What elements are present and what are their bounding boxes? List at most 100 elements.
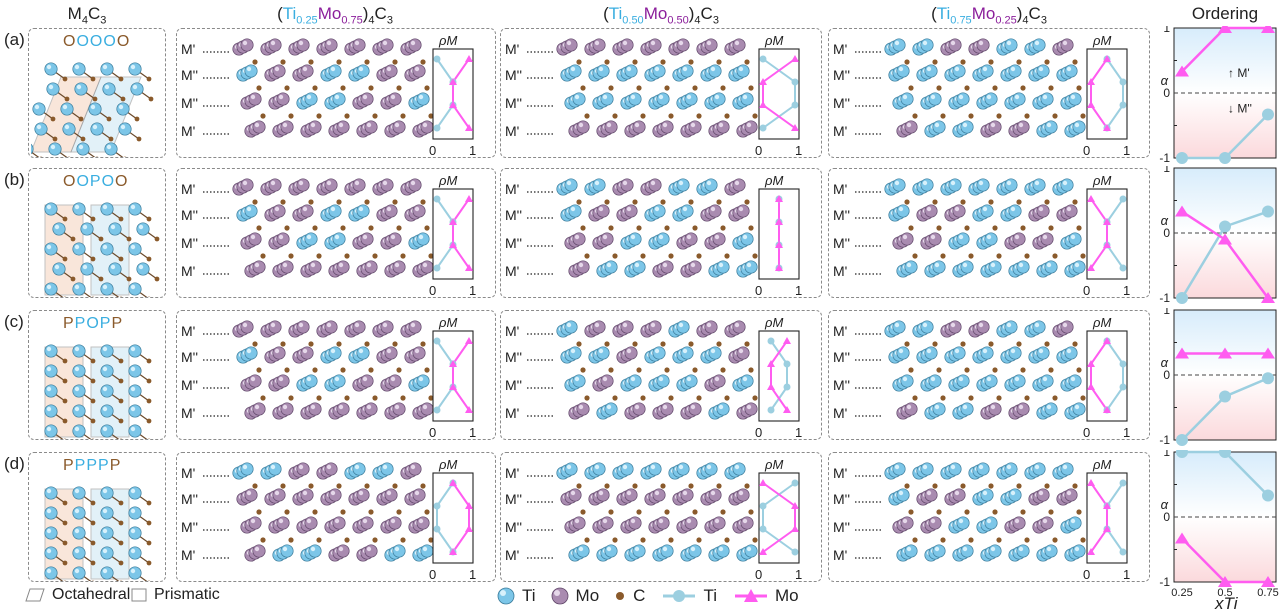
ti-atom-highlight xyxy=(132,84,138,90)
c-atom xyxy=(260,113,266,119)
stacking-letter: P xyxy=(86,457,99,474)
mo-atom xyxy=(988,402,1002,416)
ti-atom xyxy=(72,486,86,500)
ti-atom-highlight xyxy=(978,180,984,186)
c-atom xyxy=(420,341,426,347)
c-atom xyxy=(688,199,694,205)
mo-atom-highlight xyxy=(574,234,580,240)
ti-atom xyxy=(356,346,370,360)
mo-atom-highlight xyxy=(734,40,740,46)
ti-atom-highlight xyxy=(46,204,52,210)
mo-atom-highlight xyxy=(366,122,372,128)
c-atom xyxy=(904,59,910,65)
mo-atom-highlight xyxy=(1018,404,1024,410)
ti-atom xyxy=(656,92,670,106)
rho-mo-point xyxy=(759,78,767,85)
mo-atom xyxy=(360,374,374,388)
ti-atom xyxy=(1008,346,1022,360)
ti-atom-highlight xyxy=(1034,322,1040,328)
c-atom xyxy=(1072,199,1078,205)
ti-atom xyxy=(960,544,974,558)
ti-atom-highlight xyxy=(102,204,108,210)
ti-atom-highlight xyxy=(742,234,748,240)
ti-atom xyxy=(1068,232,1082,246)
c-atom xyxy=(604,59,610,65)
rho-mo-point xyxy=(791,55,799,62)
mo-atom-highlight xyxy=(950,322,956,328)
stacking-letter: O xyxy=(101,173,116,190)
ti-atom xyxy=(104,142,118,156)
c-atom xyxy=(252,199,258,205)
c-atom xyxy=(336,59,342,65)
mo-atom-highlight xyxy=(366,404,372,410)
c-atom xyxy=(668,395,674,401)
mo-atom-highlight xyxy=(690,262,696,268)
c-atom xyxy=(90,378,96,384)
ti-atom xyxy=(128,364,142,378)
rho-tick-label: 0 xyxy=(429,283,436,297)
ti-atom-highlight xyxy=(570,348,576,354)
ti-atom-highlight xyxy=(54,264,60,270)
mo-atom-highlight xyxy=(282,262,288,268)
layer-label: M'' xyxy=(181,207,198,223)
ti-atom xyxy=(44,202,58,216)
mo-atom xyxy=(732,320,746,334)
c-atom xyxy=(688,341,694,347)
mo-atom xyxy=(408,462,422,476)
layer-label: M'' xyxy=(833,95,850,111)
ti-atom xyxy=(948,462,962,476)
ti-atom-highlight xyxy=(1046,262,1052,268)
c-atom xyxy=(720,509,726,515)
layer-label: M'' xyxy=(505,491,522,507)
mo-atom xyxy=(928,232,942,246)
ti-atom-highlight xyxy=(74,508,80,514)
ti-atom-highlight xyxy=(690,546,696,552)
c-atom xyxy=(428,537,434,543)
c-atom xyxy=(344,537,350,543)
mo-atom xyxy=(384,346,398,360)
rho-tick-label: 0 xyxy=(429,143,436,157)
ti-atom xyxy=(1044,544,1058,558)
ti-atom xyxy=(328,204,342,218)
c-atom xyxy=(90,520,96,526)
mo-atom xyxy=(408,178,422,192)
mo-atom-highlight xyxy=(386,206,392,212)
mo-atom-highlight xyxy=(734,180,740,186)
c-atom xyxy=(580,225,586,231)
ti-atom-highlight xyxy=(104,84,110,90)
row-label: (a) xyxy=(4,30,25,49)
ti-atom-highlight xyxy=(930,376,936,382)
ti-series-point xyxy=(1176,450,1188,458)
rho-mo-point xyxy=(775,195,783,202)
mo-atom-highlight xyxy=(926,490,932,496)
ti-atom xyxy=(688,544,702,558)
ti-atom xyxy=(1032,462,1046,476)
ti-atom-highlight xyxy=(654,348,660,354)
mo-atom xyxy=(388,92,402,106)
mo-atom xyxy=(360,232,374,246)
ti-atom-highlight xyxy=(650,464,656,470)
ti-atom xyxy=(660,544,674,558)
rho-label: ρM xyxy=(438,315,457,330)
c-atom xyxy=(748,509,754,515)
ti-atom xyxy=(128,282,142,296)
ti-atom xyxy=(652,346,666,360)
ti-atom xyxy=(100,546,114,560)
mo-atom-highlight xyxy=(926,206,932,212)
mo-atom-highlight xyxy=(390,518,396,524)
ti-series-point xyxy=(1262,372,1274,385)
c-atom xyxy=(62,358,68,364)
mo-atom-highlight xyxy=(326,322,332,328)
mo-atom-highlight xyxy=(602,376,608,382)
rho-mo-point xyxy=(759,548,767,555)
ti-atom xyxy=(356,64,370,78)
mo-atom xyxy=(1012,516,1026,530)
layer-label: M'' xyxy=(505,235,522,251)
ti-atom xyxy=(72,424,86,438)
ti-atom xyxy=(656,232,670,246)
ti-atom xyxy=(128,566,142,580)
c-atom xyxy=(1044,199,1050,205)
